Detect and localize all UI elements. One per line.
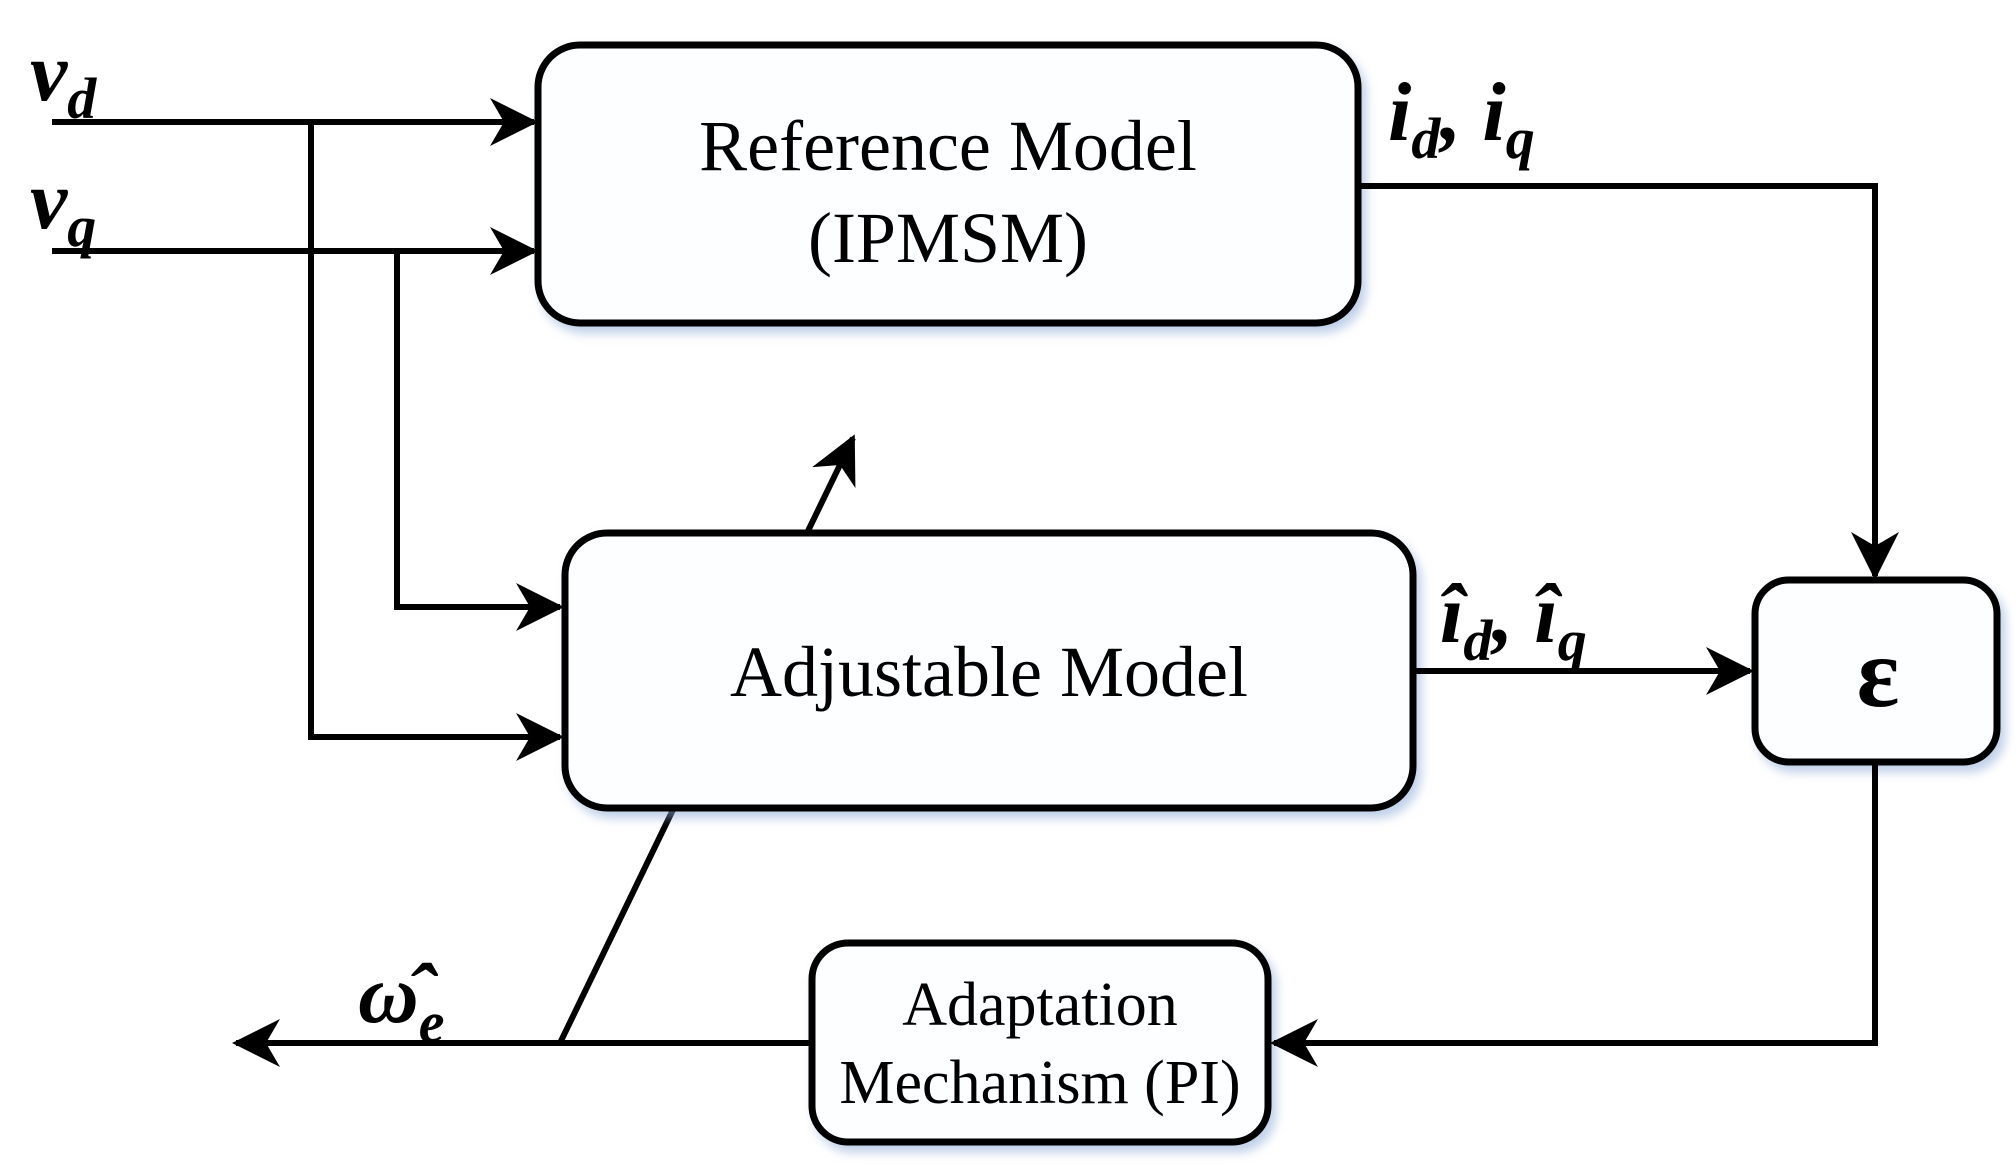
iq-base: i xyxy=(1482,66,1505,159)
iq-hat-subscript: q xyxy=(1558,608,1587,673)
id-hat-subscript: d xyxy=(1463,608,1493,673)
reference-model-label-line1: Reference Model xyxy=(699,106,1197,186)
vd-branch-to-adjustable-line xyxy=(308,122,564,761)
id-subscript: d xyxy=(1411,106,1441,171)
vq-branch-to-adjustable-line xyxy=(394,251,564,631)
vq-subscript: q xyxy=(67,194,96,259)
vd-signal-label: vd xyxy=(30,26,97,131)
id-iq-hat-separator: , xyxy=(1490,568,1534,661)
adjustable-model-label: Adjustable Model xyxy=(730,632,1248,712)
vq-base: v xyxy=(30,154,69,247)
error-to-adaptation-line xyxy=(1270,762,1878,1067)
id-iq-hat-signal-label: îd, îq xyxy=(1440,568,1587,673)
vd-subscript: d xyxy=(67,66,97,131)
adaptation-mechanism-label-line1: Adaptation xyxy=(902,971,1178,1039)
omega-subscript: e xyxy=(419,990,445,1055)
epsilon-symbol: ε xyxy=(1857,617,1900,728)
id-iq-signal-label: id, iq xyxy=(1388,66,1535,171)
id-hat-base: î xyxy=(1440,568,1468,661)
omega-e-hat-signal-label: ω̂e xyxy=(358,948,445,1055)
iq-hat-base: î xyxy=(1534,568,1562,661)
id-iq-output-line xyxy=(1358,183,1899,580)
vq-signal-label: vq xyxy=(30,154,96,259)
reference-model-label-line2: (IPMSM) xyxy=(808,198,1088,278)
vd-base: v xyxy=(30,26,69,119)
adaptation-mechanism-label-line2: Mechanism (PI) xyxy=(839,1049,1240,1117)
id-iq-separator: , xyxy=(1438,66,1482,159)
id-base: i xyxy=(1388,66,1411,159)
iq-subscript: q xyxy=(1506,106,1535,171)
